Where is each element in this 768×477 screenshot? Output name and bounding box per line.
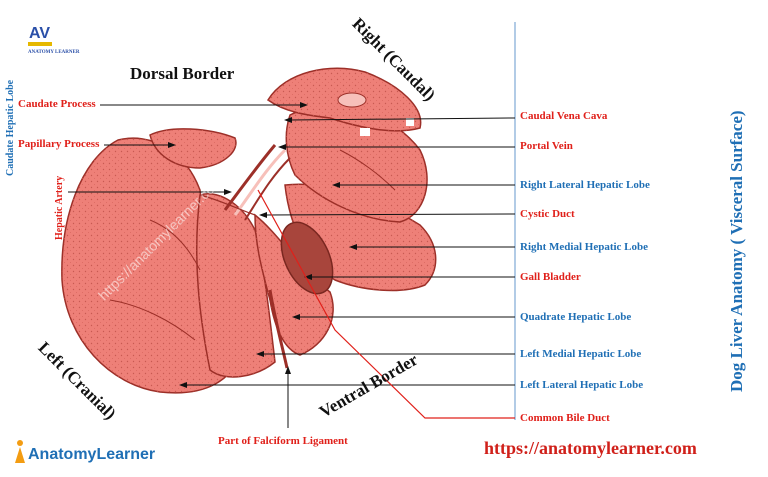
leader-lines xyxy=(68,104,516,428)
cystic-duct-label: Cystic Duct xyxy=(520,208,575,220)
quadrate-lobe-label: Quadrate Hepatic Lobe xyxy=(520,311,632,323)
caudate-process-label: Caudate Process xyxy=(18,98,96,110)
common-bile-duct-line xyxy=(257,189,515,419)
right-medial-lobe-label: Right Medial Hepatic Lobe xyxy=(520,241,649,253)
caudal-vena-cava-label: Caudal Vena Cava xyxy=(520,110,608,122)
brand-icon xyxy=(15,440,25,463)
logo-subtitle: ANATOMY LEARNER xyxy=(28,50,80,55)
falciform-ligament-label: Part of Falciform Ligament xyxy=(218,435,348,447)
av-logo: AV xyxy=(26,18,54,48)
right-lateral-lobe-label: Right Lateral Hepatic Lobe xyxy=(520,179,650,191)
gall-bladder-label: Gall Bladder xyxy=(520,271,581,283)
dorsal-border-label: Dorsal Border xyxy=(130,64,235,83)
brand-name: AnatomyLearner xyxy=(28,446,156,463)
gall-bladder-shape xyxy=(280,221,334,295)
portal-vein-label: Portal Vein xyxy=(520,140,573,152)
common-bile-duct-label: Common Bile Duct xyxy=(520,412,610,424)
left-medial-lobe-label: Left Medial Hepatic Lobe xyxy=(520,348,642,360)
papillary-process-label: Papillary Process xyxy=(18,138,100,150)
website-url[interactable]: https://anatomylearner.com xyxy=(484,438,697,458)
left-lateral-lobe-label: Left Lateral Hepatic Lobe xyxy=(520,379,644,391)
caudate-hepatic-lobe-label: Caudate Hepatic Lobe xyxy=(5,79,16,176)
logo-text: AV xyxy=(29,25,50,42)
hepatic-artery-label: Hepatic Artery xyxy=(54,175,65,240)
diagram-title: Dog Liver Anatomy ( Visceral Surface) xyxy=(727,110,746,392)
